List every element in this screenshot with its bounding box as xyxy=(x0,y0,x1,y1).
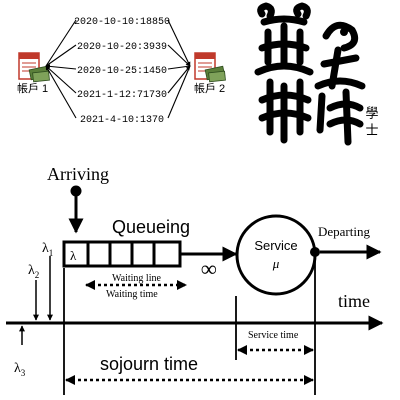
queue-system: Arriving Queueing λ ∞ Service μ Departin… xyxy=(6,164,384,395)
transfer-arrow-segment xyxy=(45,65,77,119)
queue-buffer xyxy=(62,240,182,268)
service-rate: μ xyxy=(272,256,280,271)
transfer-record-2: 2020-10-20:3939 xyxy=(77,42,167,53)
lambda-2-label: λ2 xyxy=(28,263,39,280)
time-axis-label: time xyxy=(338,291,370,311)
infinity-symbol: ∞ xyxy=(201,256,217,281)
transfer-arrow-segment xyxy=(45,44,77,67)
transfer-arrow-segment xyxy=(167,65,191,94)
transfer-records: 2020-10-10:18850 2020-10-20:3939 2020-10-2… xyxy=(45,17,191,126)
transfer-record-3: 2020-10-25:1450 xyxy=(77,66,167,77)
account-transfer-diagram: 帳戶 1 帳戶 2 2020-10-10:18850 2020-10-20:393… xyxy=(17,17,226,126)
lambda-3-label: λ3 xyxy=(14,361,26,378)
service-exit-dot xyxy=(310,247,320,257)
service-time-label: Service time xyxy=(248,330,299,341)
transfer-arrow-segment xyxy=(45,65,77,94)
left-account-label: 帳戶 1 xyxy=(17,81,48,95)
waiting-line-label: Waiting line xyxy=(112,273,161,284)
transfer-record-4: 2021-1-12:71730 xyxy=(77,90,167,101)
transfer-arrow-segment xyxy=(167,44,191,67)
arriving-label: Arriving xyxy=(47,164,109,184)
transfer-record-1: 2020-10-10:18850 xyxy=(74,17,170,28)
logo-script-text: 學士 xyxy=(364,106,379,140)
transfer-arrow-segment xyxy=(167,65,191,70)
transfer-arrow-segment xyxy=(167,19,191,67)
lambda-1-label: λ1 xyxy=(42,241,53,258)
waiting-time-label: Waiting time xyxy=(106,289,158,300)
sojourn-time-label: sojourn time xyxy=(100,354,198,374)
ledger-icon-left xyxy=(18,52,50,83)
queueing-label: Queueing xyxy=(112,217,190,237)
ledger-icon-right xyxy=(194,52,226,83)
arrival-source-dot xyxy=(70,185,82,197)
transfer-arrow-segment xyxy=(167,65,191,119)
seal-script-logo xyxy=(254,2,366,146)
transfer-arrow-segment xyxy=(45,19,77,67)
service-label: Service xyxy=(254,238,297,253)
departing-label: Departing xyxy=(318,224,370,239)
right-account-label: 帳戶 2 xyxy=(194,81,225,95)
service-node xyxy=(235,214,317,296)
transfer-record-5: 2021-4-10:1370 xyxy=(80,115,164,126)
queue-cell-lambda: λ xyxy=(70,248,77,263)
transfer-arrow-segment xyxy=(45,64,77,70)
